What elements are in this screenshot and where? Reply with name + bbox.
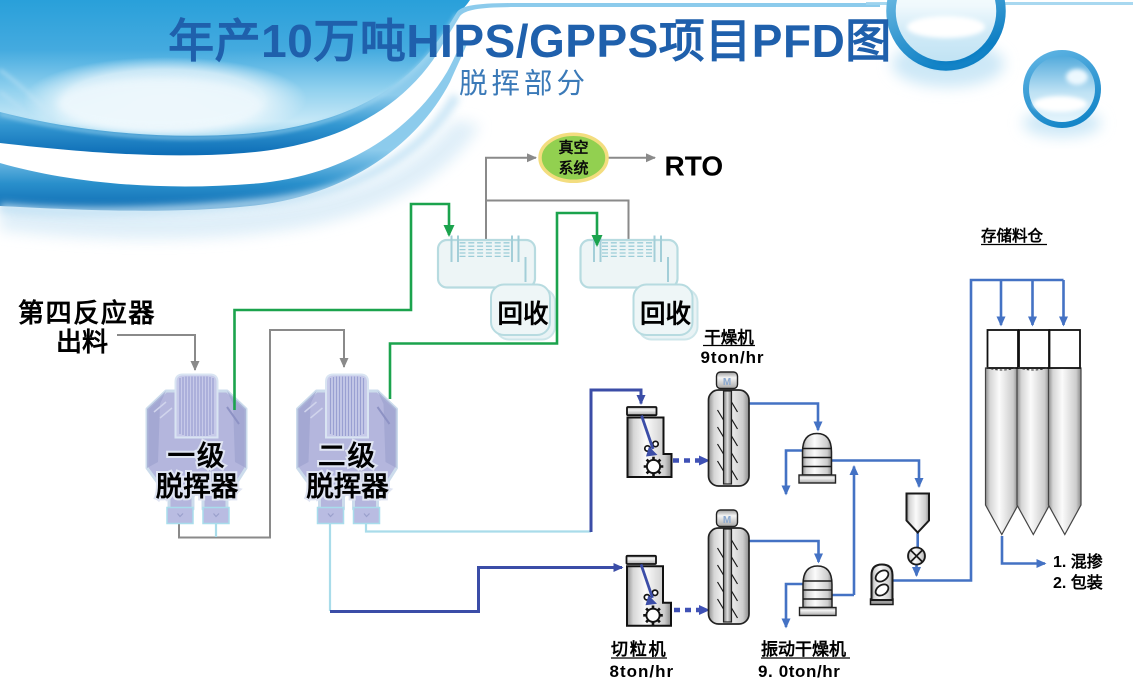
svg-text:2. 包装: 2. 包装 xyxy=(1053,573,1103,592)
svg-text:切粒机: 切粒机 xyxy=(611,639,667,659)
svg-text:9. 0ton/hr: 9. 0ton/hr xyxy=(758,662,841,681)
svg-text:第四反应器: 第四反应器 xyxy=(18,298,156,328)
svg-text:脱挥器: 脱挥器 xyxy=(156,471,239,502)
svg-text:RTO: RTO xyxy=(665,151,724,182)
svg-text:真空: 真空 xyxy=(558,139,588,157)
svg-text:回收: 回收 xyxy=(497,301,549,329)
svg-text:一级: 一级 xyxy=(168,440,227,471)
svg-text:脱挥器: 脱挥器 xyxy=(306,471,389,502)
svg-text:8ton/hr: 8ton/hr xyxy=(610,662,675,681)
svg-text:干燥机: 干燥机 xyxy=(704,327,754,347)
svg-text:1. 混掺: 1. 混掺 xyxy=(1053,552,1103,571)
svg-text:存储料仓: 存储料仓 xyxy=(981,226,1044,245)
svg-text:回收: 回收 xyxy=(640,301,692,329)
svg-text:系统: 系统 xyxy=(558,159,588,177)
svg-text:振动干燥机: 振动干燥机 xyxy=(761,639,846,659)
svg-text:出料: 出料 xyxy=(56,327,108,357)
svg-text:M: M xyxy=(723,377,731,388)
svg-text:二级: 二级 xyxy=(318,440,377,471)
svg-text:M: M xyxy=(723,515,731,526)
svg-text:9ton/hr: 9ton/hr xyxy=(701,348,765,367)
